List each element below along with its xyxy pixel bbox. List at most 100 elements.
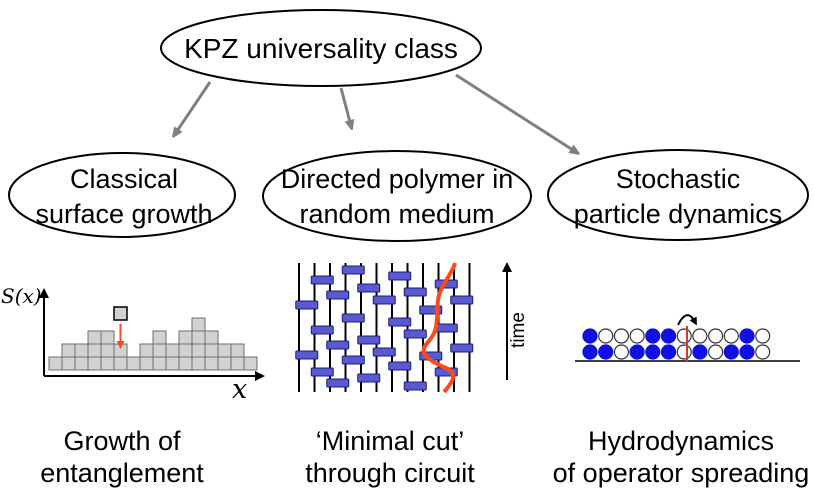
particle-dynamics-line-1: Stochastic (616, 164, 741, 194)
hop-arrow (677, 314, 697, 326)
particle-dynamics-ellipse (547, 149, 809, 241)
surface-block (178, 343, 193, 358)
particle-empty (629, 328, 645, 344)
circuit-gate (295, 350, 319, 360)
surface-block (139, 343, 154, 358)
surface-block (139, 356, 154, 371)
surface-block (87, 356, 102, 371)
directed-polymer-ellipse (262, 150, 532, 242)
surface-block (191, 330, 206, 345)
particle-filled (739, 344, 755, 360)
circuit-gate (341, 265, 365, 275)
surface-block (152, 330, 167, 345)
circuit-gates (295, 265, 474, 391)
surface-block (217, 356, 232, 371)
circuit-panel: time (295, 262, 529, 394)
surface-block (74, 343, 89, 358)
particle-filled (629, 344, 645, 360)
circuit-gate (341, 313, 365, 323)
time-label: time (508, 312, 529, 348)
surface-block (217, 343, 232, 358)
falling-block (113, 306, 128, 321)
surface-block (100, 343, 115, 358)
particle-filled (598, 344, 614, 360)
circuit-gate (450, 295, 474, 305)
particle-sites (582, 328, 771, 360)
circuit-gate (403, 329, 427, 339)
circuit-gate (403, 287, 427, 297)
surface-block (61, 356, 76, 371)
circuit-gate (326, 378, 350, 388)
circuit-gate (403, 381, 427, 391)
particle-empty (755, 344, 771, 360)
minimal-cut-path (421, 262, 457, 394)
surface-block (152, 343, 167, 358)
surface-block (204, 356, 219, 371)
surface-block (230, 343, 245, 358)
surface-growth-panel: S(x) x (1, 284, 265, 405)
surface-blocks (48, 317, 258, 371)
branch-directed-polymer: Directed polymer in random medium (262, 150, 532, 242)
circuit-gate (295, 300, 319, 310)
branch-surface-growth: Classical surface growth (8, 152, 236, 238)
particle-empty (692, 328, 708, 344)
surface-block (87, 343, 102, 358)
caption-2-line-2: through circuit (305, 458, 475, 488)
caption-2-line-1: ‘Minimal cut’ (316, 426, 465, 456)
arrow-to-particle-dynamics (455, 73, 576, 152)
surface-block (48, 356, 63, 371)
surface-block (113, 343, 128, 358)
particle-empty (613, 344, 630, 360)
surface-growth-ellipse (8, 152, 236, 238)
circuit-gate (372, 347, 396, 357)
arrow-to-surface-growth (175, 81, 212, 134)
circuit-gate (357, 373, 381, 383)
circuit-gate (388, 361, 412, 371)
particle-filled (692, 344, 708, 360)
surface-block (113, 356, 128, 371)
surface-block (165, 356, 180, 371)
captions: Growth of entanglement ‘Minimal cut’ thr… (40, 426, 809, 488)
caption-1-line-1: Growth of (63, 426, 181, 456)
particle-empty (707, 328, 724, 344)
particle-empty (676, 344, 692, 360)
surface-block (126, 356, 141, 371)
particle-empty (598, 328, 614, 344)
surface-growth-line-1: Classical (70, 164, 178, 194)
surface-block (243, 356, 258, 371)
particle-filled (645, 328, 661, 344)
caption-3-line-2: of operator spreading (553, 458, 810, 488)
top-node-ellipse (160, 9, 482, 87)
particle-empty (723, 328, 739, 344)
circuit-gate (450, 343, 474, 353)
circuit-gate (310, 275, 334, 285)
particle-panel (575, 314, 800, 362)
circuit-gate (388, 271, 412, 281)
surface-block (178, 330, 193, 345)
surface-block (204, 330, 219, 345)
circuit-gate (310, 325, 334, 335)
particle-empty (707, 344, 724, 360)
particle-empty (676, 328, 692, 344)
surface-block (165, 343, 180, 358)
top-node-label: KPZ universality class (184, 33, 458, 64)
particle-filled (582, 344, 598, 360)
arrow-to-directed-polymer (339, 87, 351, 126)
circuit-gate (326, 340, 350, 350)
particle-empty (613, 328, 630, 344)
circuit-gate (326, 290, 350, 300)
circuit-gate (341, 355, 365, 365)
surface-block (191, 343, 206, 358)
surface-growth-line-2: surface growth (35, 199, 212, 229)
surface-block (191, 317, 206, 332)
surface-block (87, 330, 102, 345)
surface-block (100, 330, 115, 345)
circuit-gate (310, 367, 334, 377)
surface-y-axis-label: S(x) (1, 284, 42, 308)
top-node: KPZ universality class (160, 9, 482, 87)
particle-filled (739, 328, 755, 344)
directed-polymer-line-1: Directed polymer in (281, 164, 514, 194)
surface-block (100, 356, 115, 371)
surface-block (178, 356, 193, 371)
